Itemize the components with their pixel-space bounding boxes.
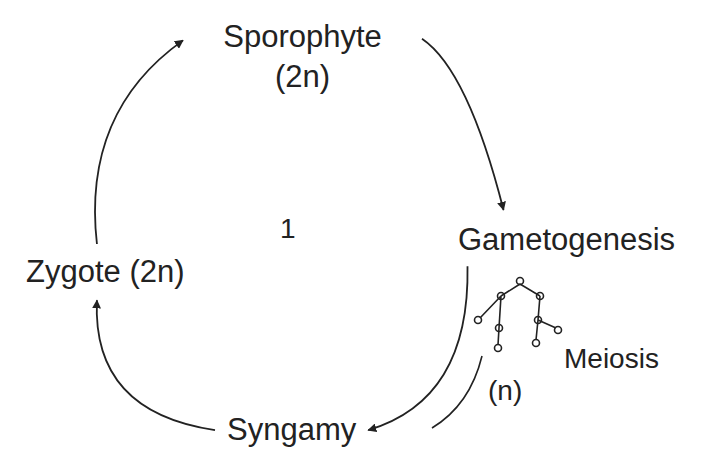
cycle-arrow <box>97 300 215 430</box>
tree-branches <box>480 284 556 345</box>
cell-dot <box>555 327 562 334</box>
process-label: Meiosis <box>564 342 659 376</box>
cell-dot <box>533 340 540 347</box>
stage-node: Gametogenesis <box>454 218 679 262</box>
cell-dot <box>495 345 502 352</box>
cell-dot <box>498 293 505 300</box>
cell-dot <box>496 325 503 332</box>
stage-name: Sporophyte (2n) <box>195 17 410 98</box>
stage-name: Gametogenesis <box>458 220 675 260</box>
cycle-arrow <box>368 266 467 430</box>
process-label: (n) <box>488 374 522 408</box>
cell-dot <box>537 293 544 300</box>
cycle-arrow <box>422 39 504 210</box>
stage-name: Syngamy <box>227 410 356 450</box>
stage-node: Sporophyte (2n) <box>191 15 414 100</box>
cell-dot <box>535 317 542 324</box>
stage-node: Syngamy <box>223 408 360 452</box>
stage-node: Zygote (2n) <box>22 250 189 294</box>
cycle-arrow <box>95 40 183 244</box>
cell-dot <box>475 317 482 324</box>
callout-number: 1 <box>280 212 296 246</box>
merge-line <box>432 356 482 428</box>
cell-dot <box>517 278 524 285</box>
stage-name: Zygote (2n) <box>26 252 185 292</box>
